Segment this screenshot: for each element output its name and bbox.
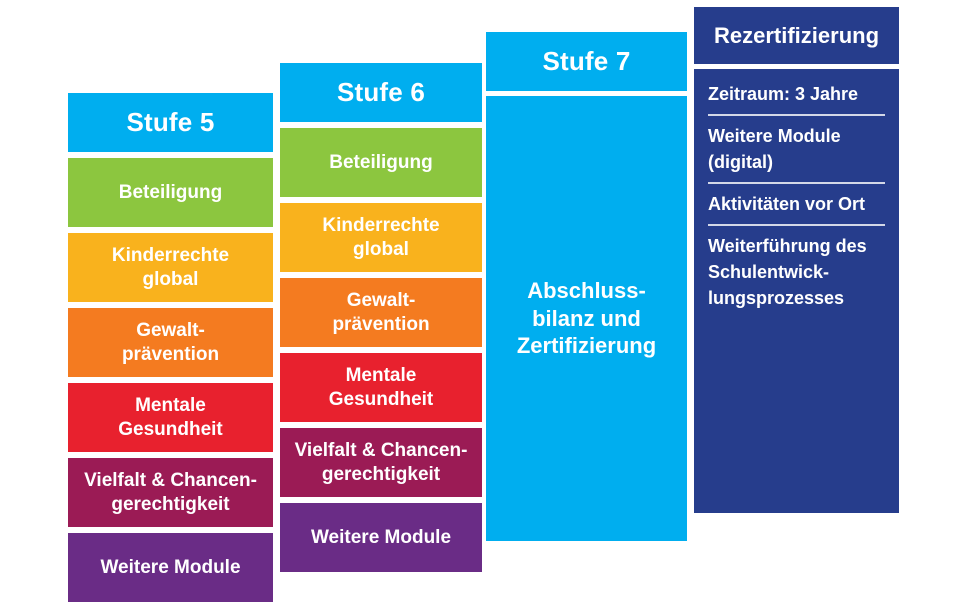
column-stufe-5: Stufe 5 Beteiligung Kinderrechte global … [68,93,273,602]
stufe-5-module-vielfalt-chancengerechtigkeit: Vielfalt & Chancen- gerechtigkeit [68,458,273,527]
column-stufe-7: Stufe 7 Abschluss- bilanz und Zertifizie… [486,32,687,541]
rezertifizierung-body: Zeitraum: 3 Jahre Weitere Module (digita… [694,69,899,513]
stufe-5-module-gewaltpraevention: Gewalt- prävention [68,308,273,377]
recert-item-weitere-module-digital: Weitere Module (digital) [708,126,841,172]
stufe-6-module-gewaltpraevention: Gewalt- prävention [280,278,482,347]
stufe-6-module-vielfalt-chancengerechtigkeit: Vielfalt & Chancen- gerechtigkeit [280,428,482,497]
stufe-6-header: Stufe 6 [280,63,482,122]
stufe-5-module-kinderrechte-global: Kinderrechte global [68,233,273,302]
column-stufe-6: Stufe 6 Beteiligung Kinderrechte global … [280,63,482,572]
recert-item-weiterfuehrung-schulentwicklung: Weiterführung des Schulentwick- lungspro… [708,236,867,308]
stufe-6-module-beteiligung: Beteiligung [280,128,482,197]
stufe-7-header: Stufe 7 [486,32,687,91]
recert-item-aktivitaeten-vor-ort: Aktivitäten vor Ort [708,194,866,214]
stufe-5-header: Stufe 5 [68,93,273,152]
stufe-6-module-kinderrechte-global: Kinderrechte global [280,203,482,272]
divider [708,224,885,226]
stufe-7-abschlussbilanz-block: Abschluss- bilanz und Zertifizierung [486,96,687,541]
stufe-5-module-weitere-module: Weitere Module [68,533,273,602]
stufe-6-module-mentale-gesundheit: Mentale Gesundheit [280,353,482,422]
divider [708,114,885,116]
column-rezertifizierung: Rezertifizierung Zeitraum: 3 Jahre Weite… [694,7,899,513]
stufe-5-module-mentale-gesundheit: Mentale Gesundheit [68,383,273,452]
recert-item-zeitraum: Zeitraum: 3 Jahre [708,84,859,104]
stufe-5-module-beteiligung: Beteiligung [68,158,273,227]
rezertifizierung-header: Rezertifizierung [694,7,899,64]
stufe-6-module-weitere-module: Weitere Module [280,503,482,572]
divider [708,182,885,184]
